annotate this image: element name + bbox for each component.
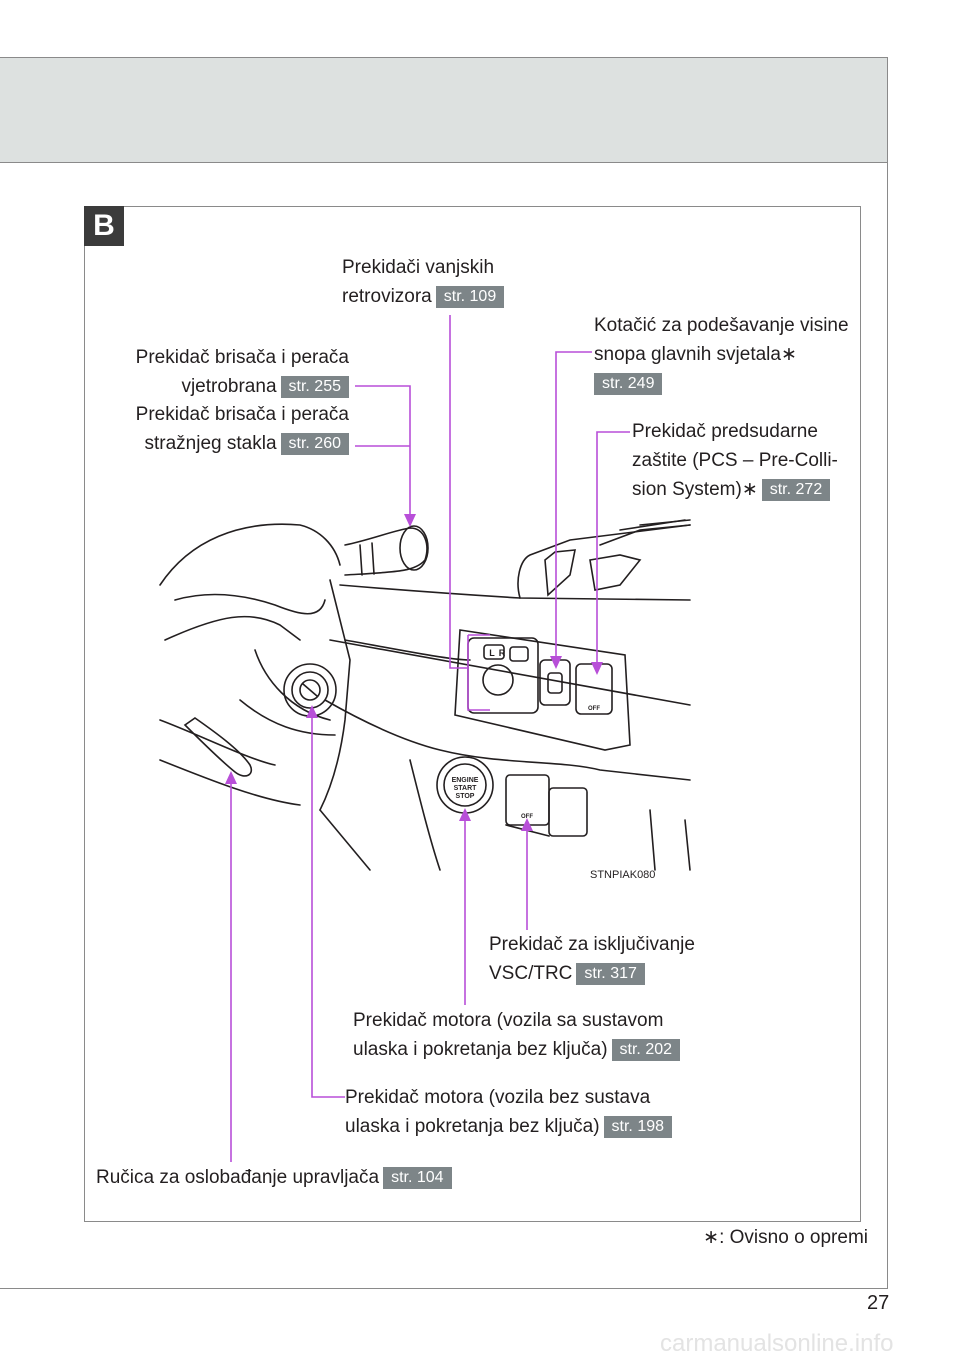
label-headlight: Kotačić za podešavanje visine snopa glav…	[594, 311, 849, 398]
leader-pcs	[596, 431, 630, 668]
arrow-vsc-icon	[521, 818, 533, 831]
label-engine-smart-line2: ulaska i pokretanja bez ključa)	[353, 1039, 608, 1060]
label-wiper-rear-line1: Prekidač brisača i perača	[135, 404, 349, 425]
arrow-tilt-icon	[225, 771, 237, 784]
wiper-stalk	[344, 527, 428, 576]
ref-engine-smart[interactable]: str. 202	[611, 1038, 681, 1061]
ref-engine-key[interactable]: str. 198	[603, 1115, 673, 1138]
label-engine-key-line2: ulaska i pokretanja bez ključa)	[345, 1116, 600, 1137]
label-pcs-line2: zaštite (PCS – Pre-Colli-	[632, 450, 838, 471]
arrow-headlight-icon	[550, 656, 562, 669]
engine-label-line1: ENGINE	[452, 777, 479, 784]
arrow-pcs-icon	[591, 662, 603, 675]
steering-wheel-hub	[164, 615, 301, 641]
label-wiper-front-line1: Prekidač brisača i perača	[135, 347, 349, 368]
steering-column	[174, 593, 326, 615]
label-headlight-line1: Kotačić za podešavanje visine	[594, 315, 849, 336]
leader-engine-key	[311, 712, 345, 1098]
pcs-off-text: OFF	[588, 706, 600, 712]
label-pcs-line1: Prekidač predsudarne	[632, 421, 818, 442]
arrow-wiper-icon	[404, 514, 416, 527]
section-badge: B	[84, 206, 124, 246]
label-engine-key: Prekidač motora (vozila bez sustava ulas…	[345, 1083, 673, 1141]
ref-vsc[interactable]: str. 317	[576, 962, 645, 985]
label-wiper-rear: Prekidač brisača i perača stražnjeg stak…	[136, 400, 349, 458]
label-wiper-front-line2: vjetrobrana	[181, 376, 277, 397]
footnote-text: : Ovisno o opremi	[719, 1227, 868, 1248]
label-engine-key-line1: Prekidač motora (vozila bez sustava	[345, 1087, 651, 1108]
label-vsc-line1: Prekidač za isključivanje	[489, 934, 695, 955]
label-wiper-rear-line2: stražnjeg stakla	[144, 433, 277, 454]
leader-wiper	[355, 385, 411, 520]
footnote: ∗: Ovisno o opremi	[703, 1226, 868, 1249]
label-pcs-line3: sion System)	[632, 479, 742, 500]
label-pcs: Prekidač predsudarne zaštite (PCS – Pre-…	[632, 417, 838, 504]
ref-wiper-rear[interactable]: str. 260	[280, 432, 349, 455]
page-frame	[0, 57, 888, 1289]
mirror-r-text: R	[499, 648, 506, 658]
label-mirror-line2: retrovizora	[342, 286, 432, 307]
watermark: carmanualsonline.info	[660, 1330, 894, 1357]
steering-wheel-outline	[159, 523, 341, 586]
asterisk-headlight: ∗	[780, 344, 797, 365]
asterisk-pcs: ∗	[741, 479, 758, 500]
ref-wiper-front[interactable]: str. 255	[280, 375, 349, 398]
leader-headlight	[555, 351, 592, 662]
ref-pcs[interactable]: str. 272	[761, 478, 831, 501]
label-vsc-line2: VSC/TRC	[489, 963, 573, 984]
image-code: STNPIAK080	[590, 869, 655, 881]
label-headlight-line2: snopa glavnih svjetala	[594, 344, 781, 365]
label-mirror-line1: Prekidači vanjskih	[342, 257, 495, 278]
engine-label-line2: START	[454, 785, 478, 792]
mirror-l-text: L	[489, 648, 495, 658]
engine-label-line3: STOP	[456, 793, 475, 800]
tilt-lever	[183, 717, 253, 777]
label-engine-smart: Prekidač motora (vozila sa sustavom ulas…	[353, 1006, 681, 1064]
arrow-engine-smart-icon	[459, 808, 471, 821]
label-engine-smart-line1: Prekidač motora (vozila sa sustavom	[353, 1010, 664, 1031]
arrow-engine-key-icon	[306, 705, 318, 718]
ref-mirror[interactable]: str. 109	[435, 285, 505, 308]
footnote-marker: ∗	[703, 1227, 720, 1248]
label-tilt-line1: Ručica za oslobađanje upravljača	[96, 1167, 380, 1188]
leader-mirror	[449, 315, 490, 711]
illustration-panel	[84, 206, 861, 1222]
page-number: 27	[867, 1292, 890, 1314]
header-band	[0, 57, 888, 163]
ref-tilt[interactable]: str. 104	[383, 1166, 452, 1189]
vsc-off-text: OFF	[521, 814, 533, 820]
ref-headlight[interactable]: str. 249	[594, 372, 663, 395]
